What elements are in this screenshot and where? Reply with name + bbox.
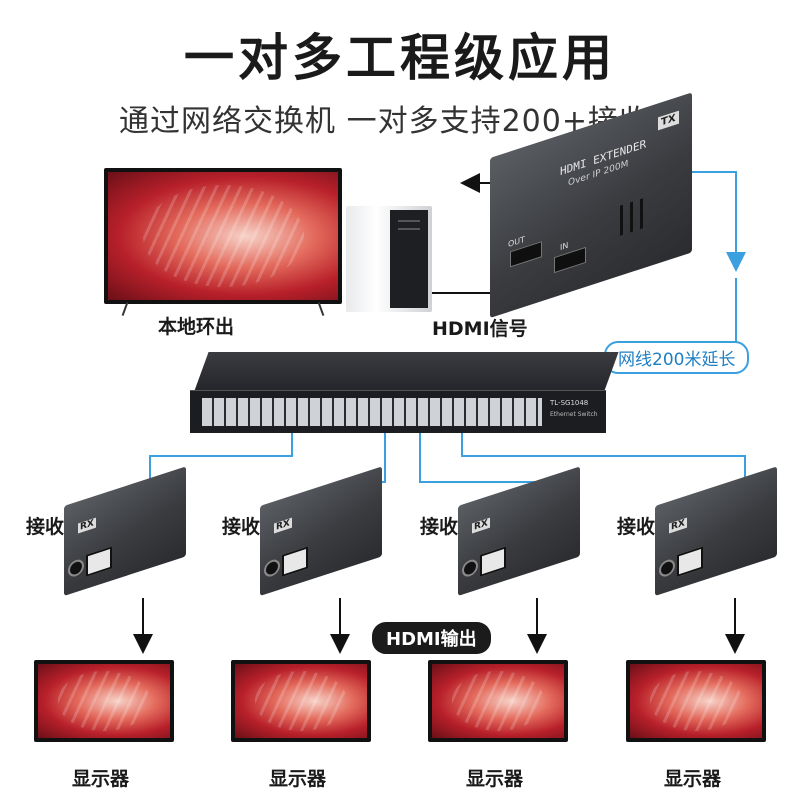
hdmi-in-port[interactable]: [554, 246, 586, 274]
rx-badge-3: RX: [472, 517, 490, 534]
display-3: [428, 660, 568, 742]
page-title: 一对多工程级应用: [184, 29, 616, 87]
switch-ports: [202, 398, 542, 426]
rj45-port-icon: [480, 546, 506, 577]
display-label-1: 显示器: [72, 768, 130, 790]
power-port-icon: [462, 557, 478, 579]
display-1: [34, 660, 174, 742]
port-in-label: IN: [560, 240, 569, 253]
rx-badge-4: RX: [669, 517, 687, 534]
network-switch: TL-SG1048 Ethernet Switch: [190, 390, 606, 433]
tv-screen-image: [235, 664, 367, 738]
tv-screen-image: [630, 664, 762, 738]
cable-length-label: 网线200米延长: [604, 341, 750, 374]
switch-top: [194, 352, 619, 392]
rj45-port-icon: [677, 546, 703, 577]
tx-badge: TX: [658, 110, 679, 131]
pc-front-panel: [390, 210, 428, 308]
display-label-4: 显示器: [664, 768, 722, 790]
rj45-port-icon: [282, 546, 308, 577]
tv-screen-image: [108, 172, 338, 300]
rx-badge-1: RX: [78, 517, 96, 534]
display-label-3: 显示器: [466, 768, 524, 790]
rx-badge-2: RX: [274, 517, 292, 534]
power-port-icon: [264, 557, 280, 579]
pc-tower: [346, 206, 432, 312]
power-port-icon: [659, 557, 675, 579]
switch-sub-text: Ethernet Switch: [550, 411, 598, 418]
display-2: [231, 660, 371, 742]
tv-screen-image: [432, 664, 564, 738]
display-4: [626, 660, 766, 742]
switch-model-text: TL-SG1048: [550, 399, 589, 407]
rj45-port-icon: [86, 546, 112, 577]
power-port-icon: [68, 557, 84, 579]
hdmi-output-label: HDMI输出: [372, 622, 491, 654]
hdmi-signal-label: HDMI信号: [432, 318, 528, 340]
local-loop-label: 本地环出: [158, 316, 235, 338]
display-label-2: 显示器: [269, 768, 327, 790]
tv-screen-image: [38, 664, 170, 738]
local-tv: [104, 168, 342, 304]
